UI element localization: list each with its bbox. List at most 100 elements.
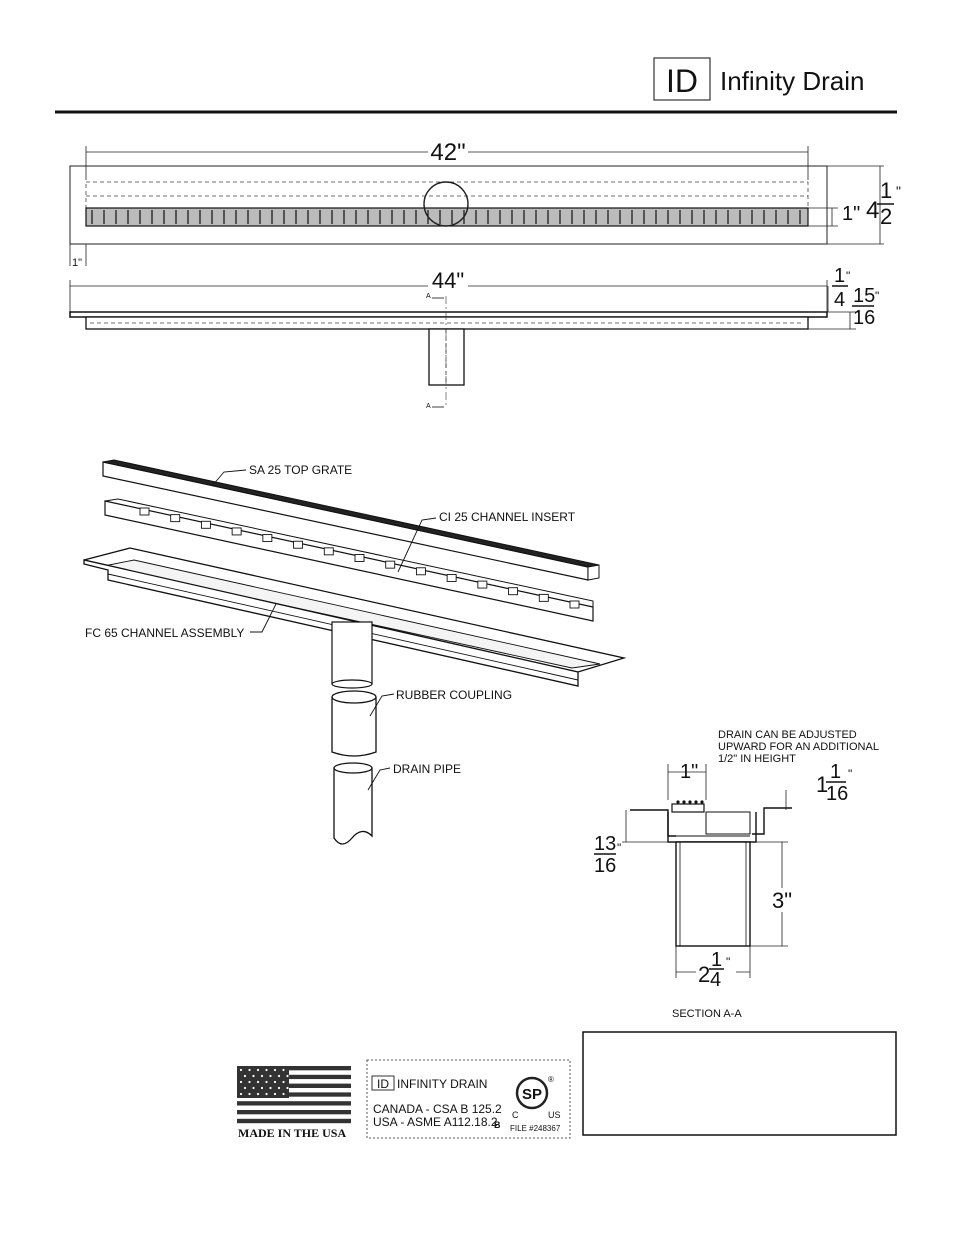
leader-drain-pipe [367, 767, 391, 791]
dim-section-outlet-width-inch: " [726, 955, 730, 969]
flag-star [256, 1092, 260, 1096]
cert-brand: INFINITY DRAIN [397, 1077, 487, 1091]
dim-flange-den: 4 [834, 289, 845, 311]
dim-section-outlet-bg [770, 888, 796, 912]
flag-star [256, 1068, 260, 1072]
flag-star [273, 1092, 277, 1096]
insert-tooth [415, 567, 426, 576]
dim-section-left-num: 13 [594, 833, 616, 855]
dim-flange-inch: " [846, 269, 850, 283]
dim-section-top-inch: " [848, 767, 852, 781]
insert-tooth [477, 580, 488, 589]
insert-tooth [323, 547, 334, 556]
notes-box [582, 1031, 897, 1136]
top-view-outline [69, 165, 828, 245]
flag-star [286, 1086, 289, 1090]
side-view: 44" A A 1 4 " 15 16 " [69, 265, 879, 410]
side-flange [69, 311, 828, 318]
dim-offset-text: 1" [72, 257, 82, 269]
section-grate-hole [694, 800, 698, 804]
made-in-usa: MADE IN THE USA [238, 1126, 346, 1140]
insert-tooth [293, 540, 304, 549]
flag-canton [237, 1066, 289, 1098]
exploded-view: SA 25 TOP GRATE CI 25 CHANNEL INSERT FC … [83, 459, 627, 845]
channel-insert-top [104, 498, 594, 607]
dim-section-outlet-text: 3" [772, 888, 792, 913]
insert-tooth [200, 520, 211, 529]
flag-star [269, 1086, 272, 1090]
label-drain-pipe: DRAIN PIPE [393, 762, 461, 776]
section-note-line1: DRAIN CAN BE ADJUSTED [718, 729, 857, 741]
section-marker-top: A [426, 293, 431, 300]
channel-outlet [331, 621, 373, 685]
flag-star [252, 1086, 255, 1090]
drain-pipe [333, 768, 373, 845]
insert-tooth [569, 600, 580, 609]
dim-section-outlet-width-den: 4 [710, 969, 721, 991]
insert-tooth [262, 534, 273, 543]
header: ID Infinity Drain [55, 57, 897, 114]
flag-star [273, 1068, 277, 1072]
csa-c: C [512, 1110, 519, 1120]
section-insert [705, 811, 751, 835]
section-grate-holes [676, 800, 704, 804]
label-top-grate: SA 25 TOP GRATE [249, 463, 352, 477]
grate-slots [91, 210, 801, 224]
flag-star [248, 1080, 251, 1084]
dim-depth-den: 16 [853, 307, 875, 329]
dim-44-bg [428, 268, 468, 292]
flag-stripe [237, 1101, 351, 1106]
flag-stripe [237, 1118, 351, 1124]
rubber-coupling-top [331, 690, 377, 704]
flag-star [282, 1080, 285, 1084]
insert-tooth [446, 573, 457, 582]
flag-star [273, 1080, 277, 1084]
flag-stripe [237, 1066, 351, 1071]
cert-canada: CANADA - CSA B 125.2 [373, 1102, 502, 1116]
dim-section-outlet-width-whole: 2 [698, 962, 710, 987]
csa-us: US [548, 1110, 561, 1120]
section-note-line2: UPWARD FOR AN ADDITIONAL [718, 741, 879, 753]
section-flange-left [630, 809, 676, 837]
dim-height-num: 1 [880, 178, 892, 203]
channel-insert-teeth [139, 507, 580, 609]
section-grate-hole [688, 800, 692, 804]
dim-section-top-den: 16 [826, 783, 848, 805]
logo-mark-box [653, 57, 711, 101]
cert-brand-mark-box [371, 1075, 395, 1091]
flag-stars [239, 1068, 289, 1096]
label-rubber-coupling: RUBBER COUPLING [396, 688, 512, 702]
flag-star [265, 1092, 268, 1096]
drain-pipe-top [333, 762, 373, 774]
cert-brand-mark: ID [377, 1077, 389, 1091]
footer: MADE IN THE USA ID INFINITY DRAIN CANADA… [237, 1031, 897, 1140]
rubber-coupling [331, 697, 377, 757]
flag-star [239, 1092, 243, 1096]
flag-stripe [237, 1074, 351, 1080]
dim-section-top-whole: 1 [816, 772, 828, 797]
insert-tooth [231, 527, 242, 536]
flag-star [277, 1074, 281, 1078]
dim-grate-text: 1" [842, 203, 860, 225]
dim-depth-inch: " [875, 289, 879, 303]
channel-outlet-end [331, 679, 373, 689]
cert-usa: USA - ASME A112.18.2 [373, 1115, 498, 1129]
flag-stripes [237, 1066, 351, 1124]
dim-section-top-num: 1 [830, 761, 841, 783]
flag-star [282, 1068, 285, 1072]
flag-stripe [237, 1088, 351, 1093]
dim-height-den: 2 [880, 204, 892, 229]
insert-tooth [508, 587, 519, 596]
flag-star [286, 1074, 289, 1078]
flag-stripe [237, 1110, 351, 1115]
flag-star [277, 1086, 281, 1090]
flag-stripe [237, 1092, 351, 1097]
dim-height-whole: 4 [866, 197, 879, 224]
flag-stripe [237, 1105, 351, 1110]
dim-depth-num: 15 [853, 285, 875, 307]
dim-section-left-den: 16 [594, 855, 616, 877]
flag-star [252, 1074, 255, 1078]
channel-assembly-trough [103, 559, 601, 669]
insert-tooth [354, 554, 365, 562]
